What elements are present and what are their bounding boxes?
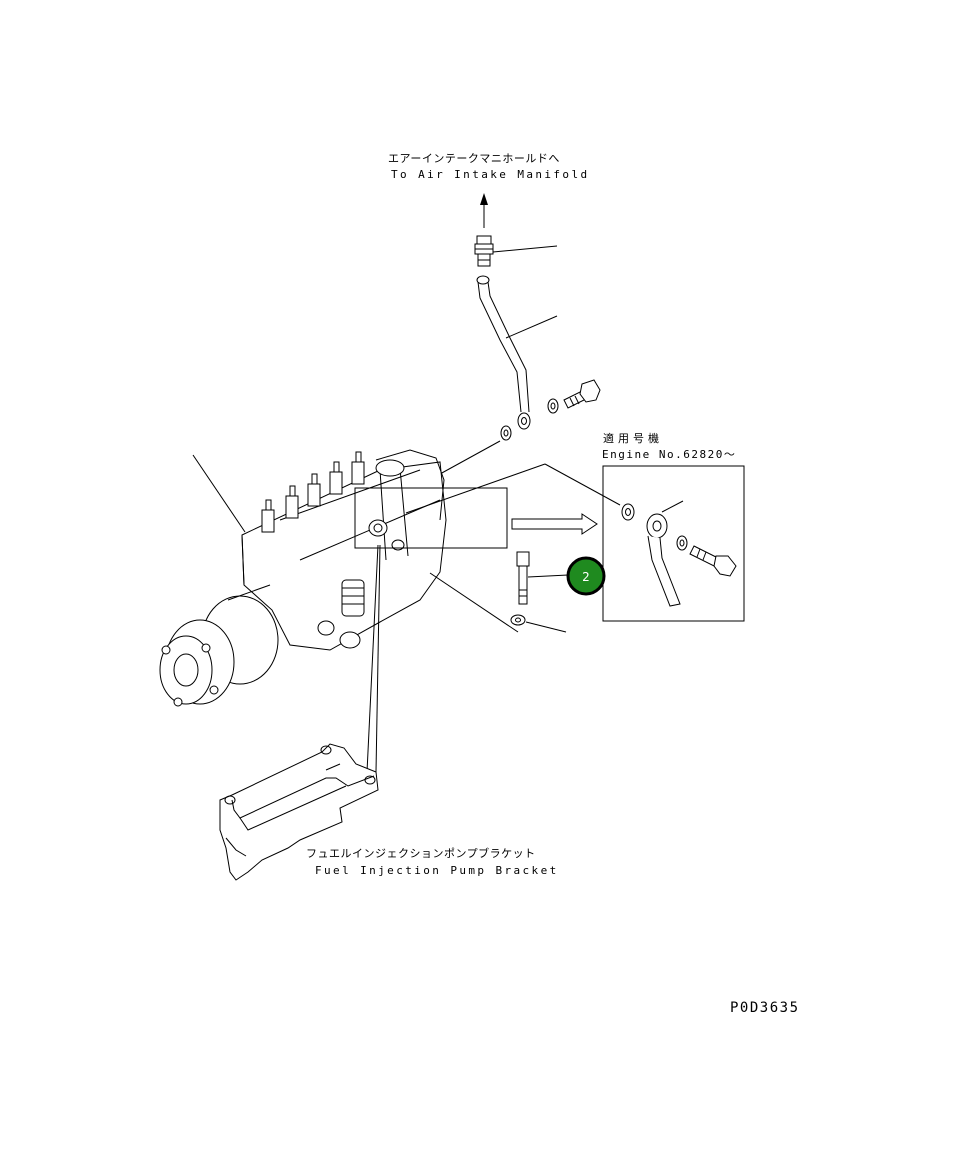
washer-upper[interactable] bbox=[547, 398, 559, 414]
detail-region-box bbox=[354, 487, 508, 549]
air-pipe[interactable] bbox=[476, 275, 558, 430]
leader-line-pipe bbox=[505, 315, 558, 339]
detail-washer-left[interactable] bbox=[621, 503, 635, 521]
leader-line-pump bbox=[192, 454, 246, 533]
pump-bolt[interactable] bbox=[516, 551, 569, 605]
leader-line-connector bbox=[492, 245, 558, 253]
callout-2-number: 2 bbox=[582, 570, 590, 584]
drawing-code: P0D3635 bbox=[730, 1000, 800, 1016]
bolt-washer[interactable] bbox=[510, 614, 567, 633]
applicable-label-en: Engine No.62820～ bbox=[602, 448, 736, 461]
eye-bolt-upper[interactable] bbox=[563, 379, 601, 409]
air-intake-label-en: To Air Intake Manifold bbox=[391, 168, 590, 181]
callout-2[interactable]: 2 bbox=[566, 556, 606, 596]
air-intake-label-jp: エアーインテークマニホールドへ bbox=[388, 152, 560, 165]
bracket-label-en: Fuel Injection Pump Bracket bbox=[315, 864, 559, 877]
leader-line-pump-top bbox=[439, 440, 501, 475]
detail-pipe[interactable] bbox=[646, 500, 684, 607]
delivery-valves bbox=[261, 451, 365, 533]
washer-lower[interactable] bbox=[500, 425, 512, 441]
bracket-label-jp: フュエルインジェクションポンプブラケット bbox=[306, 846, 536, 860]
fuel-injection-pump-bracket[interactable] bbox=[219, 743, 379, 881]
leader-line-bracket bbox=[366, 544, 379, 773]
direction-arrow-icon bbox=[480, 193, 488, 228]
connector-fitting[interactable] bbox=[474, 235, 558, 267]
detail-box bbox=[544, 463, 745, 622]
fuel-injection-pump[interactable] bbox=[159, 440, 501, 707]
applicable-label-jp: 適用号機 bbox=[603, 431, 663, 445]
detail-arrow-icon bbox=[511, 513, 598, 535]
detail-eye-bolt[interactable] bbox=[689, 545, 737, 577]
detail-washer-right[interactable] bbox=[676, 535, 688, 551]
detail-leader-top bbox=[405, 463, 546, 514]
leader-line-callout-2 bbox=[527, 574, 569, 578]
detail-leader-bottom bbox=[429, 572, 519, 633]
